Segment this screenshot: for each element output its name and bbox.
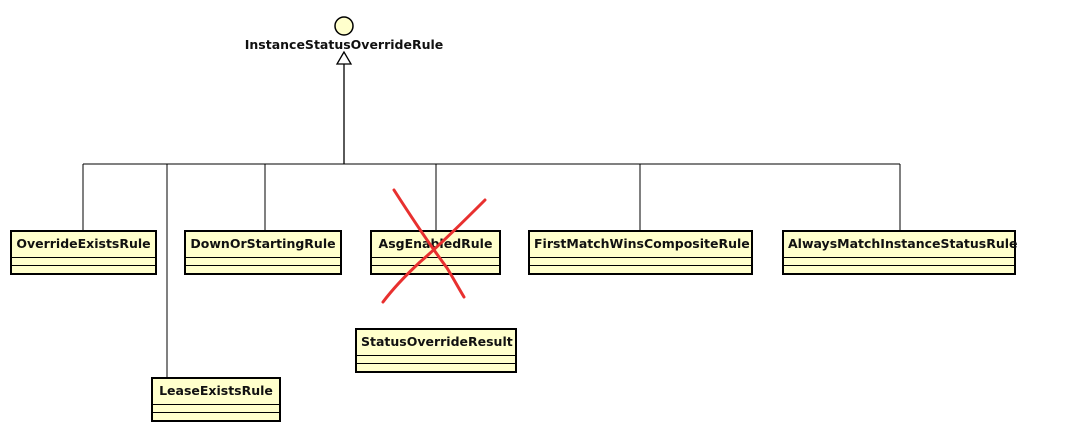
attributes-section [372,258,499,265]
class-lease-exists-rule[interactable]: LeaseExistsRule [151,377,281,422]
attributes-section [784,258,1014,265]
attributes-section [186,258,340,265]
class-status-override-result[interactable]: StatusOverrideResult [355,328,517,373]
class-name: StatusOverrideResult [357,330,515,356]
operations-section [372,265,499,273]
class-name: AsgEnabledRule [372,232,499,258]
operations-section [186,265,340,273]
class-name: OverrideExistsRule [12,232,155,258]
class-name: DownOrStartingRule [186,232,340,258]
operations-section [530,265,751,273]
operations-section [12,265,155,273]
class-name: AlwaysMatchInstanceStatusRule [784,232,1018,258]
operations-section [357,363,515,371]
attributes-section [357,356,515,363]
interface-name: InstanceStatusOverrideRule [244,37,444,52]
class-override-exists-rule[interactable]: OverrideExistsRule [10,230,157,275]
attributes-section [12,258,155,265]
operations-section [153,412,279,420]
class-always-match-instance-status-rule[interactable]: AlwaysMatchInstanceStatusRule [782,230,1018,275]
class-name: FirstMatchWinsCompositeRule [530,232,751,258]
class-down-or-starting-rule[interactable]: DownOrStartingRule [184,230,342,275]
class-asg-enabled-rule[interactable]: AsgEnabledRule [370,230,501,275]
operations-section [784,265,1014,273]
class-first-match-wins-composite-rule[interactable]: FirstMatchWinsCompositeRule [528,230,753,275]
class-name: LeaseExistsRule [153,379,279,405]
generalization-arrowhead-icon [335,50,353,65]
attributes-section [153,405,279,412]
interface-lollipop-icon [334,16,354,36]
attributes-section [530,258,751,265]
